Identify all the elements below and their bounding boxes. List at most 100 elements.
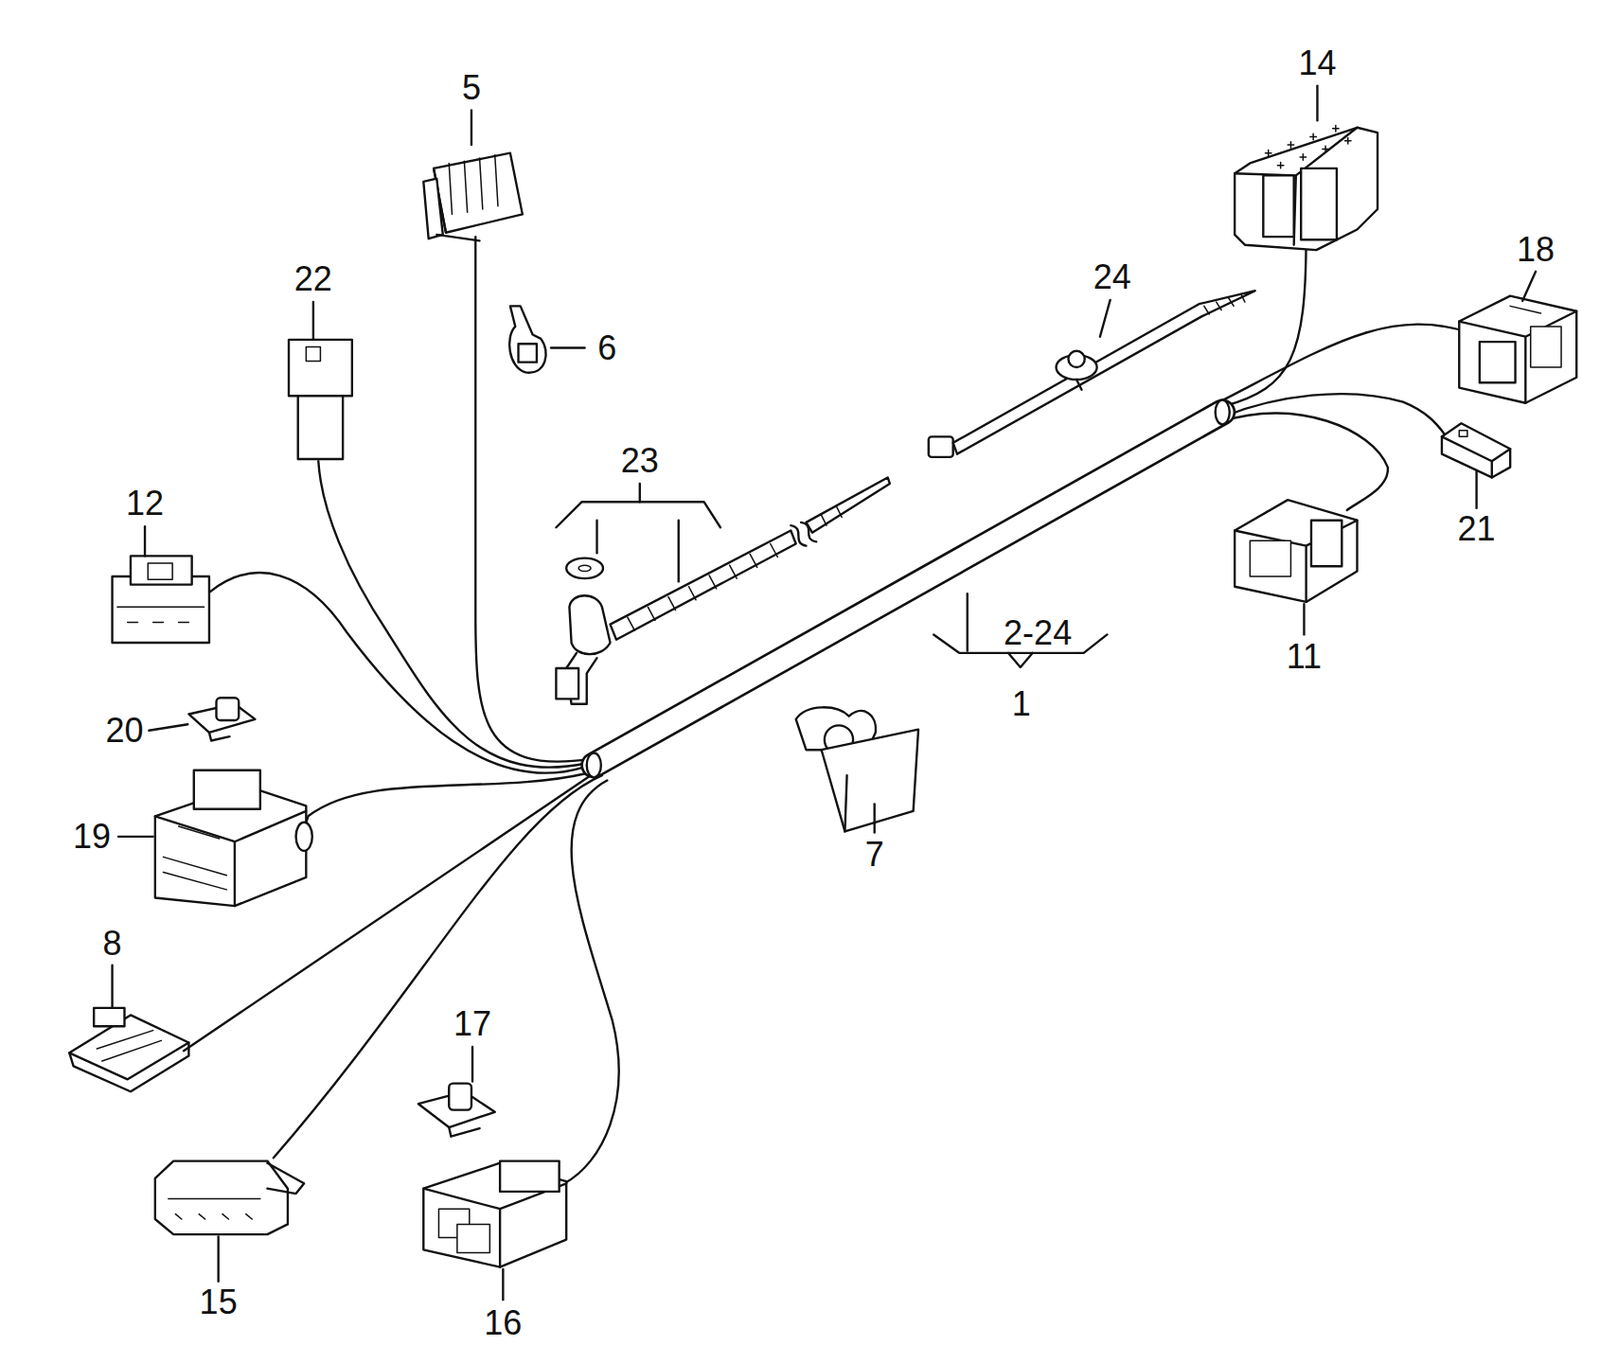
connector-18-part bbox=[1458, 296, 1577, 404]
connector-14-part bbox=[1264, 125, 1352, 169]
connector-18-part bbox=[1458, 311, 1577, 404]
connector-11-part bbox=[1234, 499, 1357, 603]
connector-21-part bbox=[1458, 430, 1468, 437]
connector-8-part bbox=[96, 1031, 161, 1062]
connector-19-part bbox=[155, 811, 307, 907]
connector-14-part bbox=[1300, 168, 1337, 240]
harness-trunk-part bbox=[593, 411, 1223, 765]
connector-11-part bbox=[1311, 520, 1342, 568]
callout-number: 6 bbox=[594, 330, 620, 367]
cable-tie-24 bbox=[928, 290, 1256, 458]
connector-8 bbox=[69, 1008, 189, 1092]
wire-part bbox=[1224, 236, 1306, 407]
connector-16 bbox=[423, 1161, 567, 1268]
wire-part bbox=[210, 572, 584, 774]
connector-19 bbox=[155, 770, 313, 907]
cable-tie-23-part bbox=[805, 477, 889, 533]
connector-5 bbox=[423, 153, 523, 242]
leader-line-part bbox=[148, 724, 188, 730]
leader-line-part bbox=[1522, 271, 1536, 302]
connector-11-part bbox=[1249, 540, 1291, 577]
connector-5-part bbox=[423, 178, 443, 240]
connector-21-part bbox=[1441, 423, 1511, 478]
connector-19-part bbox=[296, 822, 313, 852]
connector-11 bbox=[1234, 499, 1357, 603]
callout-number: 12 bbox=[123, 486, 167, 523]
leader-line-part bbox=[118, 835, 154, 838]
connector-19-part bbox=[162, 826, 227, 890]
callout-number: 8 bbox=[100, 925, 125, 962]
leader-line-part bbox=[595, 520, 598, 553]
cable-tie-23-part bbox=[566, 558, 604, 580]
leader-line-part bbox=[639, 483, 641, 502]
clip-6-part bbox=[518, 343, 537, 362]
leader-line-part bbox=[677, 520, 680, 583]
harness-trunk bbox=[586, 400, 1230, 779]
callout-number: 16 bbox=[480, 1305, 525, 1342]
wire bbox=[183, 236, 1470, 1184]
leader-line-part bbox=[1302, 604, 1305, 635]
connector-12-part bbox=[130, 555, 193, 585]
callout-number: 20 bbox=[102, 712, 146, 749]
cable-tie-24-part bbox=[1076, 379, 1082, 391]
connector-5-part bbox=[433, 153, 523, 233]
clip-17 bbox=[418, 1084, 496, 1138]
connector-15-part bbox=[155, 1161, 288, 1236]
callout-number: 17 bbox=[450, 1006, 495, 1043]
leader-line-part bbox=[1100, 300, 1111, 338]
connector-8-part bbox=[69, 1014, 189, 1080]
cable-tie-23-part bbox=[578, 565, 591, 571]
connector-14-part bbox=[1262, 175, 1294, 237]
connector-22-part bbox=[288, 339, 353, 396]
leader-line-part bbox=[110, 965, 113, 1009]
connector-18 bbox=[1458, 296, 1577, 404]
wire-part bbox=[302, 773, 587, 836]
callout-number: 5 bbox=[459, 70, 484, 107]
cable-tie-23-part bbox=[627, 507, 842, 631]
leader-line-part bbox=[501, 1269, 504, 1300]
connector-18-part bbox=[1479, 341, 1516, 383]
callout-number: 18 bbox=[1513, 231, 1558, 268]
connector-15-part bbox=[168, 1198, 261, 1220]
connector-18-part bbox=[1510, 305, 1541, 314]
cable-tie-24-part bbox=[1204, 293, 1245, 315]
wire-part bbox=[475, 236, 590, 763]
connector-16-part bbox=[499, 1161, 560, 1192]
cable-tie-23-part bbox=[555, 668, 579, 699]
wire-part bbox=[273, 775, 603, 1158]
connector-12-part bbox=[112, 576, 210, 643]
connector-19-part bbox=[194, 770, 261, 810]
harness-trunk-part bbox=[586, 752, 602, 778]
callout-number: 14 bbox=[1295, 45, 1339, 82]
callout-number: 22 bbox=[291, 261, 336, 298]
connector-22-part bbox=[298, 395, 343, 460]
callout-number: 19 bbox=[70, 818, 114, 855]
connector-12-part bbox=[117, 606, 205, 623]
leader-line-part bbox=[216, 1236, 219, 1281]
callout-number: 1 bbox=[1009, 686, 1034, 723]
clip-17-part bbox=[448, 1127, 480, 1138]
leader-line-part bbox=[470, 109, 473, 145]
clip-7-part bbox=[844, 775, 847, 832]
cable-tie-23-part bbox=[790, 522, 817, 547]
clip-20 bbox=[188, 697, 255, 741]
callout-number: 24 bbox=[1090, 259, 1135, 296]
clip-7-part bbox=[821, 729, 919, 833]
leader-line-part bbox=[1475, 471, 1477, 509]
leader-line-part bbox=[312, 302, 315, 340]
connector-5-part bbox=[436, 234, 480, 241]
clip-6 bbox=[509, 305, 546, 373]
cable-tie-23-part bbox=[610, 530, 797, 640]
clip-20-part bbox=[209, 732, 231, 742]
cable-tie-24-part bbox=[928, 436, 954, 458]
wire-part bbox=[318, 461, 587, 767]
connector-5-part bbox=[448, 155, 498, 215]
clip-6-part bbox=[509, 305, 546, 373]
leader-line-part bbox=[1315, 86, 1318, 122]
connector-22 bbox=[288, 339, 353, 460]
connector-15-part bbox=[266, 1163, 304, 1194]
connector-15 bbox=[155, 1161, 304, 1236]
callout-number: 15 bbox=[196, 1284, 241, 1321]
